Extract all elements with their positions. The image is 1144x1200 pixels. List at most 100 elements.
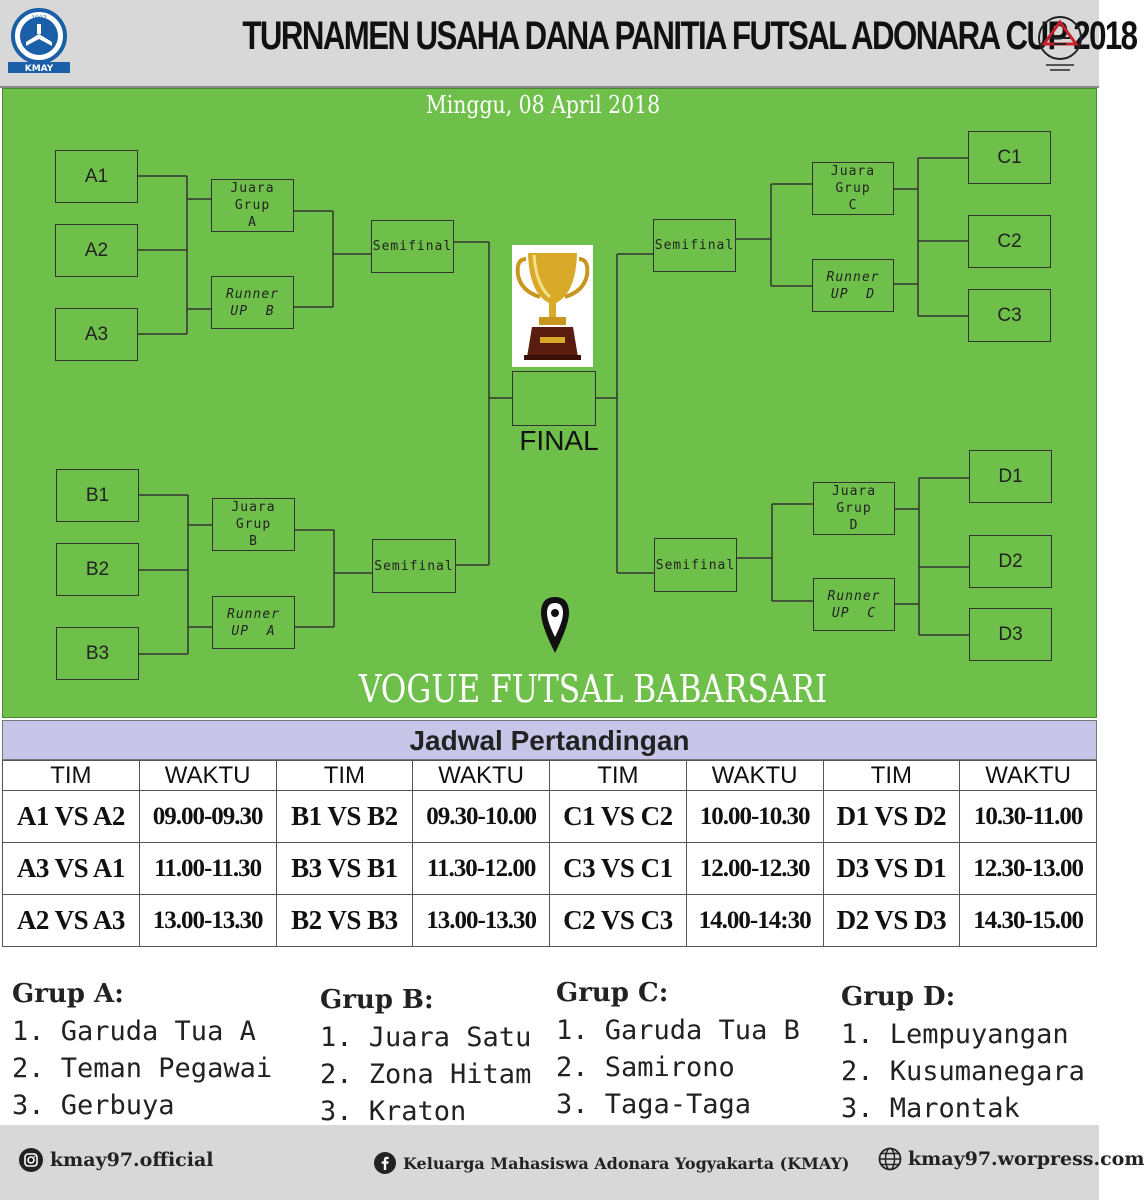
time-cell: 13.00-13.30 — [412, 894, 550, 947]
footer: kmay97.official Keluarga Mahasiswa Adona… — [0, 1125, 1144, 1200]
team-slot-c3: C3 — [968, 289, 1051, 342]
list-item: 1. Juara Satu — [320, 1022, 532, 1053]
list-item: 3. Kraton — [320, 1096, 467, 1127]
table-row: A2 VS A3 13.00-13.30 B2 VS B3 13.00-13.3… — [2, 894, 1097, 947]
globe-icon — [878, 1147, 902, 1171]
team-slot-c2: C2 — [968, 215, 1051, 268]
time-cell: 11.30-12.00 — [412, 842, 550, 895]
time-cell: 14.00-14:30 — [685, 894, 824, 947]
facebook-icon — [374, 1152, 396, 1174]
group-c-list: Grup C: 1. Garuda Tua B 2. Samirono 3. T… — [556, 978, 800, 1123]
group-b-list: Grup B: 1. Juara Satu 2. Zona Hitam 3. K… — [320, 985, 531, 1130]
cabinet-logo — [1038, 16, 1082, 71]
time-cell: 14.30-15.00 — [959, 894, 1097, 947]
match-cell: B1 VS B2 — [275, 790, 414, 843]
team-slot-b3: B3 — [56, 627, 139, 680]
time-cell: 12.00-12.30 — [685, 842, 824, 895]
list-item: 3. Gerbuya — [12, 1090, 175, 1121]
semifinal-left-top: Semifinal — [371, 220, 454, 273]
column-header: TIM — [822, 760, 961, 791]
list-item: 2. Samirono — [556, 1052, 735, 1083]
semifinal-left-bottom: Semifinal — [372, 539, 456, 593]
column-header: WAKTU — [685, 760, 824, 791]
instagram-handle: kmay97.official — [50, 1149, 214, 1171]
list-item: 1. Garuda Tua A — [12, 1016, 256, 1047]
time-cell: 13.00-13.30 — [138, 894, 277, 947]
logo-year: 1997 — [31, 15, 46, 22]
page-title: TURNAMEN USAHA DANA PANITIA FUTSAL ADONA… — [242, 14, 1138, 58]
list-item: 3. Marontak — [841, 1093, 1020, 1124]
match-cell: A1 VS A2 — [2, 790, 140, 843]
semifinal-right-bottom: Semifinal — [654, 538, 737, 592]
team-slot-d3: D3 — [969, 608, 1052, 661]
list-item: 3. Taga-Taga — [556, 1089, 752, 1120]
instagram-icon — [19, 1148, 43, 1172]
location-pin-icon — [541, 597, 569, 653]
final-label: FINAL — [519, 425, 599, 456]
time-cell: 09.00-09.30 — [138, 790, 277, 843]
tournament-bracket: Minggu, 08 April 2018 A1 A2 A3 B1 B2 B3 … — [2, 88, 1097, 718]
column-header: WAKTU — [959, 760, 1097, 791]
match-cell: D1 VS D2 — [822, 790, 961, 843]
list-item: 1. Lempuyangan — [841, 1019, 1069, 1050]
time-cell: 11.00-11.30 — [138, 842, 277, 895]
list-item: 2. Zona Hitam — [320, 1059, 532, 1090]
match-cell: D3 VS D1 — [822, 842, 961, 895]
website-url: kmay97.worpress.com — [908, 1148, 1144, 1170]
final-box — [512, 371, 596, 426]
facebook-page: Keluarga Mahasiswa Adonara Yogyakarta (K… — [403, 1153, 850, 1173]
column-header: TIM — [275, 760, 414, 791]
list-item: 2. Kusumanegara — [841, 1056, 1085, 1087]
column-header: TIM — [2, 760, 140, 791]
team-slot-a1: A1 — [55, 150, 138, 203]
footer-facebook[interactable]: Keluarga Mahasiswa Adonara Yogyakarta (K… — [373, 1151, 849, 1175]
team-slot-b2: B2 — [56, 543, 139, 596]
team-slot-d1: D1 — [969, 450, 1052, 503]
trophy-icon — [512, 245, 593, 367]
schedule-section: Jadwal Pertandingan TIM WAKTU TIM WAKTU … — [2, 720, 1097, 947]
group-title: Grup C: — [556, 978, 669, 1008]
footer-website[interactable]: kmay97.worpress.com — [878, 1147, 1144, 1171]
match-cell: C1 VS C2 — [549, 790, 687, 843]
column-header: WAKTU — [412, 760, 550, 791]
header: 1997 KMAY TURNAMEN USAHA DANA PANITIA FU… — [0, 0, 1138, 88]
schedule-table: TIM WAKTU TIM WAKTU TIM WAKTU TIM WAKTU … — [2, 760, 1097, 947]
team-slot-b1: B1 — [56, 469, 139, 522]
time-cell: 10.00-10.30 — [685, 790, 824, 843]
table-row: A1 VS A2 09.00-09.30 B1 VS B2 09.30-10.0… — [2, 790, 1097, 843]
time-cell: 10.30-11.00 — [959, 790, 1097, 843]
group-title: Grup D: — [841, 982, 956, 1012]
footer-instagram[interactable]: kmay97.official — [18, 1147, 213, 1173]
group-a-list: Grup A: 1. Garuda Tua A 2. Teman Pegawai… — [12, 979, 272, 1124]
match-cell: D2 VS D3 — [822, 894, 961, 947]
team-slot-d2: D2 — [969, 535, 1052, 588]
team-slot-a2: A2 — [55, 224, 138, 277]
venue-name: VOGUE FUTSAL BABARSARI — [358, 667, 828, 711]
schedule-title: Jadwal Pertandingan — [2, 720, 1097, 760]
time-cell: 09.30-10.00 — [412, 790, 550, 843]
team-slot-c1: C1 — [968, 131, 1051, 184]
match-cell: C2 VS C3 — [549, 894, 687, 947]
bracket-lines — [138, 157, 969, 655]
match-cell: B2 VS B3 — [275, 894, 414, 947]
list-item: 2. Teman Pegawai — [12, 1053, 273, 1084]
kmay-logo: 1997 KMAY — [8, 8, 70, 74]
schedule-header-row: TIM WAKTU TIM WAKTU TIM WAKTU TIM WAKTU — [2, 760, 1097, 791]
time-cell: 12.30-13.00 — [959, 842, 1097, 895]
list-item: 1. Garuda Tua B — [556, 1015, 800, 1046]
logo-text: KMAY — [25, 64, 54, 74]
group-d-list: Grup D: 1. Lempuyangan 2. Kusumanegara 3… — [841, 982, 1085, 1127]
group-title: Grup B: — [320, 985, 434, 1015]
match-cell: B3 VS B1 — [275, 842, 414, 895]
semifinal-right-top: Semifinal — [653, 219, 736, 272]
column-header: TIM — [549, 760, 687, 791]
group-lists: Grup A: 1. Garuda Tua A 2. Teman Pegawai… — [0, 975, 1099, 1127]
group-title: Grup A: — [12, 979, 124, 1009]
